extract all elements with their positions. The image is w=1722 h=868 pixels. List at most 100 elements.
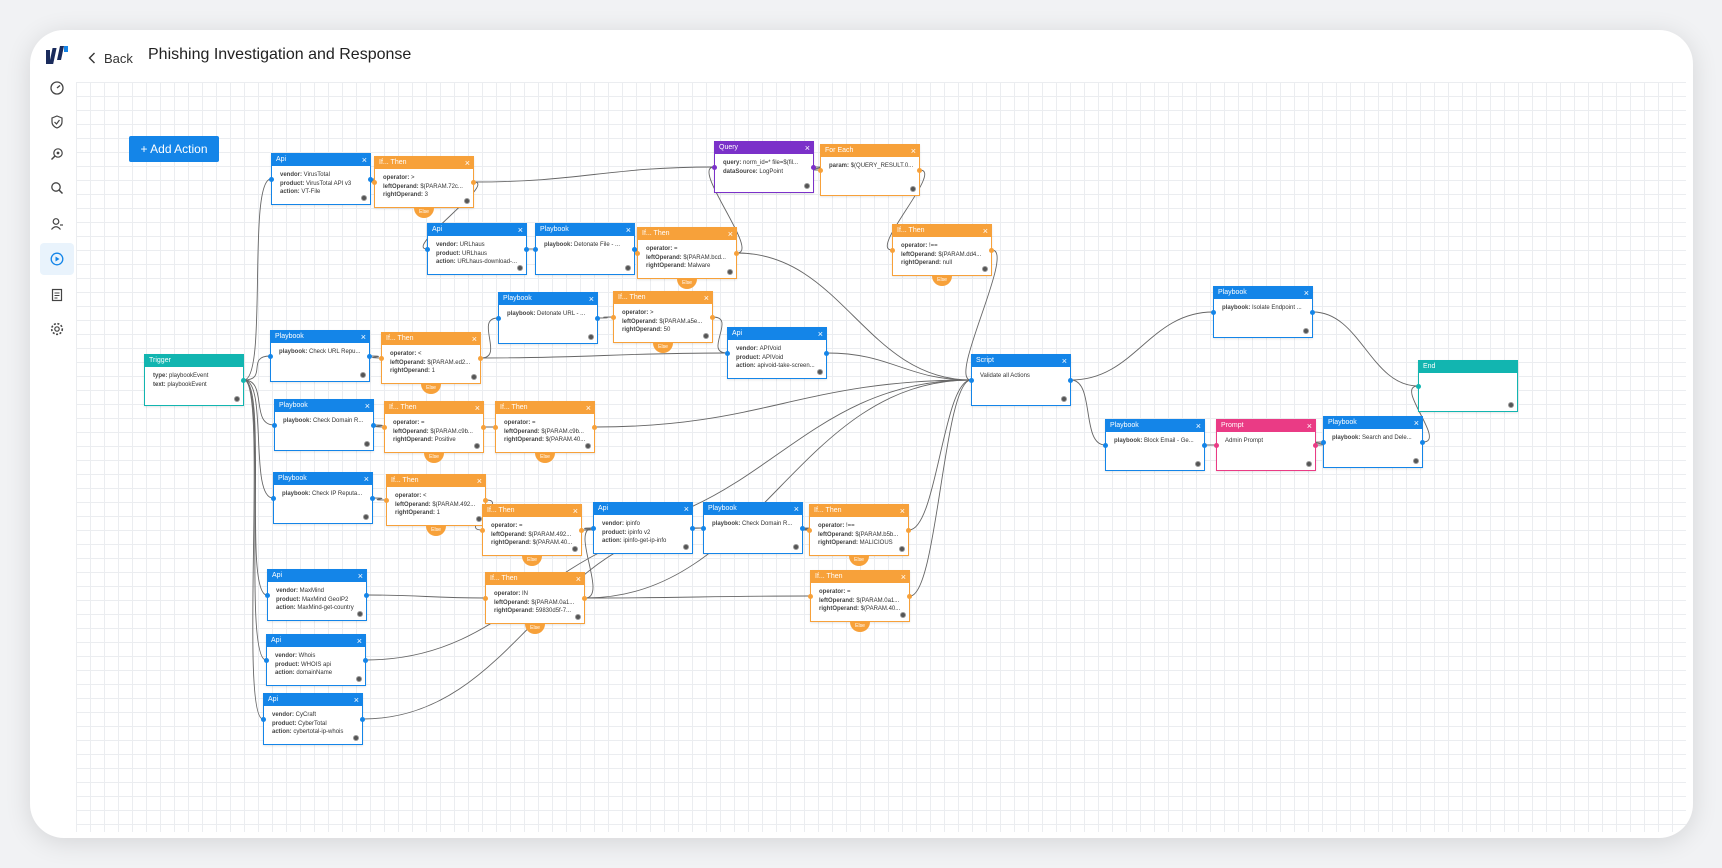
node-pb-block[interactable]: Playbook×playbook: Block Email - Ge... [1103, 419, 1207, 471]
close-icon[interactable]: × [361, 155, 367, 165]
gear-icon[interactable] [817, 369, 823, 375]
gear-icon[interactable] [234, 396, 240, 402]
output-port[interactable] [363, 658, 368, 663]
input-port[interactable] [483, 596, 488, 601]
close-icon[interactable]: × [363, 474, 369, 484]
nav-settings[interactable] [40, 313, 74, 345]
output-port[interactable] [989, 248, 994, 253]
input-port[interactable] [261, 717, 266, 722]
close-icon[interactable]: × [572, 506, 578, 516]
node-pb-iprep[interactable]: Playbook×playbook: Check IP Reputa... [271, 472, 375, 524]
node-pb-detfile[interactable]: Playbook×playbook: Detonate File - ... [533, 223, 637, 275]
input-port[interactable] [818, 168, 823, 173]
output-port[interactable] [360, 717, 365, 722]
else-port[interactable]: Else [421, 384, 441, 394]
node-prompt[interactable]: Prompt×Admin Prompt [1214, 419, 1318, 471]
close-icon[interactable]: × [360, 332, 366, 342]
input-port[interactable] [271, 496, 276, 501]
node-if9[interactable]: If... Then×operator: =leftOperand: $(PAR… [480, 504, 584, 556]
gear-icon[interactable] [982, 266, 988, 272]
node-if12[interactable]: If... Then×operator: =leftOperand: $(PAR… [808, 570, 912, 622]
close-icon[interactable]: × [1303, 288, 1309, 298]
close-icon[interactable]: × [625, 225, 631, 235]
input-port[interactable] [264, 658, 269, 663]
output-port[interactable] [370, 496, 375, 501]
input-port[interactable] [384, 498, 389, 503]
input-port[interactable] [265, 593, 270, 598]
gear-icon[interactable] [471, 374, 477, 380]
else-port[interactable]: Else [653, 343, 673, 353]
gear-icon[interactable] [588, 334, 594, 340]
else-port[interactable]: Else [535, 453, 555, 463]
gear-icon[interactable] [900, 612, 906, 618]
output-port[interactable] [906, 528, 911, 533]
add-action-button[interactable]: + Add Action [129, 136, 219, 162]
output-port[interactable] [690, 526, 695, 531]
node-query[interactable]: Query×query: norm_id=* file=$(fil...data… [712, 141, 816, 193]
gear-icon[interactable] [363, 514, 369, 520]
output-port[interactable] [524, 247, 529, 252]
node-pb-isolate[interactable]: Playbook×playbook: Isolate Endpoint ... [1211, 286, 1315, 338]
output-port[interactable] [1420, 440, 1425, 445]
close-icon[interactable]: × [353, 695, 359, 705]
input-port[interactable] [808, 594, 813, 599]
close-icon[interactable]: × [1413, 418, 1419, 428]
gear-icon[interactable] [575, 614, 581, 620]
gear-icon[interactable] [1195, 461, 1201, 467]
input-port[interactable] [1416, 384, 1421, 389]
gear-icon[interactable] [793, 544, 799, 550]
input-port[interactable] [493, 425, 498, 430]
output-port[interactable] [471, 180, 476, 185]
output-port[interactable] [800, 526, 805, 531]
close-icon[interactable]: × [727, 229, 733, 239]
node-if2[interactable]: If... Then×operator: =leftOperand: $(PAR… [635, 227, 739, 279]
input-port[interactable] [807, 528, 812, 533]
close-icon[interactable]: × [585, 403, 591, 413]
input-port[interactable] [272, 423, 277, 428]
close-icon[interactable]: × [804, 143, 810, 153]
output-port[interactable] [710, 315, 715, 320]
close-icon[interactable]: × [1061, 356, 1067, 366]
input-port[interactable] [611, 315, 616, 320]
gear-icon[interactable] [517, 265, 523, 271]
close-icon[interactable]: × [357, 571, 363, 581]
gear-icon[interactable] [361, 195, 367, 201]
node-pb-search[interactable]: Playbook×playbook: Search and Dele... [1321, 416, 1425, 468]
else-port[interactable]: Else [932, 276, 952, 286]
gear-icon[interactable] [464, 198, 470, 204]
node-if7[interactable]: If... Then×operator: =leftOperand: $(PAR… [493, 401, 597, 453]
nav-dashboard[interactable] [40, 72, 74, 104]
node-if1[interactable]: If... Then×operator: >leftOperand: $(PAR… [372, 156, 476, 208]
close-icon[interactable]: × [364, 401, 370, 411]
output-port[interactable] [907, 594, 912, 599]
gear-icon[interactable] [572, 546, 578, 552]
node-foreach[interactable]: For Each×param: $(QUERY_RESULT.0... [818, 144, 922, 196]
input-port[interactable] [890, 248, 895, 253]
node-pb-domrep2[interactable]: Playbook×playbook: Check Domain R... [701, 502, 805, 554]
close-icon[interactable]: × [476, 476, 482, 486]
close-icon[interactable]: × [793, 504, 799, 514]
gear-icon[interactable] [804, 183, 810, 189]
input-port[interactable] [1211, 310, 1216, 315]
gear-icon[interactable] [703, 333, 709, 339]
output-port[interactable] [478, 356, 483, 361]
input-port[interactable] [1103, 443, 1108, 448]
nav-playbooks[interactable] [40, 243, 74, 275]
gear-icon[interactable] [1306, 461, 1312, 467]
node-if3[interactable]: If... Then×operator: !==leftOperand: $(P… [890, 224, 994, 276]
nav-investigate[interactable] [40, 138, 74, 170]
node-if4[interactable]: If... Then×operator: >leftOperand: $(PAR… [611, 291, 715, 343]
output-port[interactable] [481, 425, 486, 430]
output-port[interactable] [1068, 378, 1073, 383]
close-icon[interactable]: × [517, 225, 523, 235]
nav-search[interactable] [40, 172, 74, 204]
gear-icon[interactable] [585, 443, 591, 449]
close-icon[interactable]: × [910, 146, 916, 156]
output-port[interactable] [241, 378, 246, 383]
nav-reports[interactable] [40, 279, 74, 311]
else-port[interactable]: Else [522, 556, 542, 566]
input-port[interactable] [712, 165, 717, 170]
